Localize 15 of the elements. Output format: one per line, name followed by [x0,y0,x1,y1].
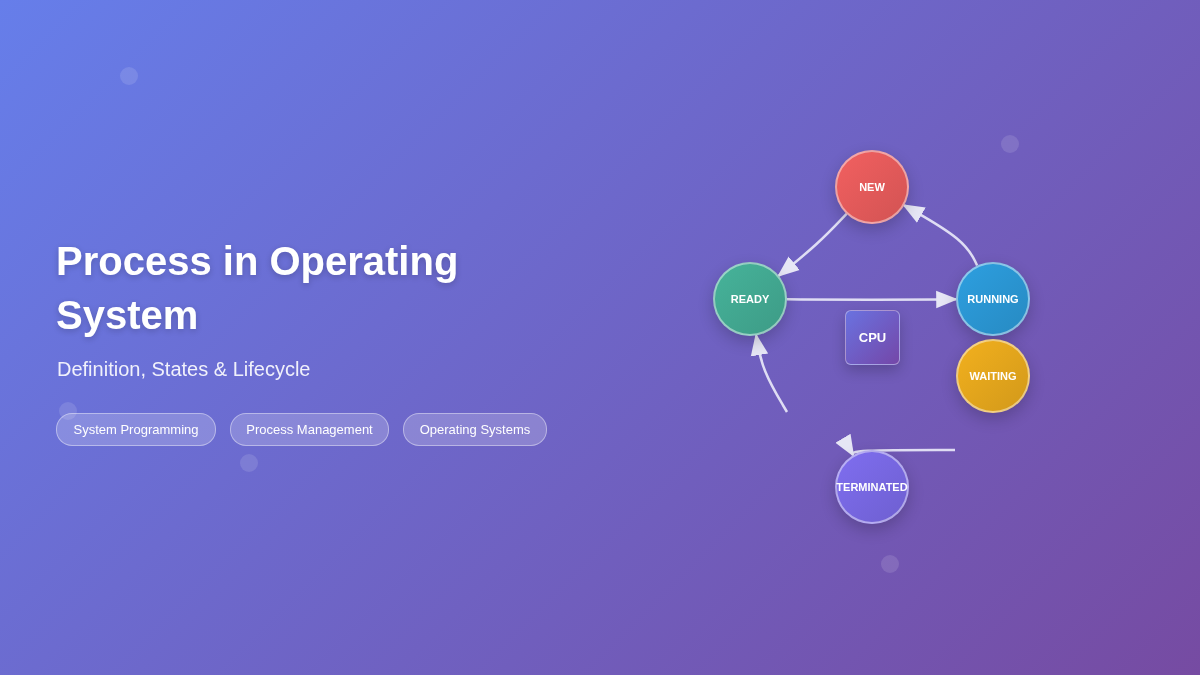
tag-pill: Process Management [230,413,389,446]
state-circle: TERMINATED [835,450,909,524]
arrow [835,433,955,458]
tag-pill: Operating Systems [403,413,547,446]
tag-pill: System Programming [56,413,216,446]
state-circle: READY [713,262,787,336]
arrow [902,204,979,267]
title: Process in Operating System [56,238,460,339]
subtitle: Definition, States & Lifecycle [57,358,311,381]
state-circle: NEW [835,150,909,224]
state-circle: RUNNING [956,262,1030,336]
arrow [750,333,789,413]
arrow [777,213,848,278]
cpu-chip: CPU [845,310,900,365]
state-circle: WAITING [956,339,1030,413]
